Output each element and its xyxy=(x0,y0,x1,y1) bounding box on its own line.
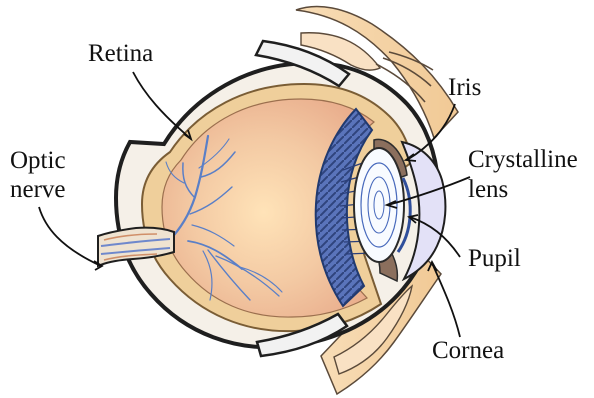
cornea-label: Cornea xyxy=(432,337,504,364)
optic-nerve-label-line2: nerve xyxy=(10,176,66,203)
iris-label: Iris xyxy=(448,74,481,101)
crystalline-lens-label-line2: lens xyxy=(468,176,508,203)
cornea-leader xyxy=(432,263,460,337)
optic-nerve-leader xyxy=(39,207,101,266)
optic-nerve-label-line1: Optic xyxy=(10,147,66,174)
retina-label: Retina xyxy=(88,40,153,67)
pupil-label: Pupil xyxy=(468,245,521,272)
crystalline-lens-label-line1: Crystalline xyxy=(468,146,578,173)
